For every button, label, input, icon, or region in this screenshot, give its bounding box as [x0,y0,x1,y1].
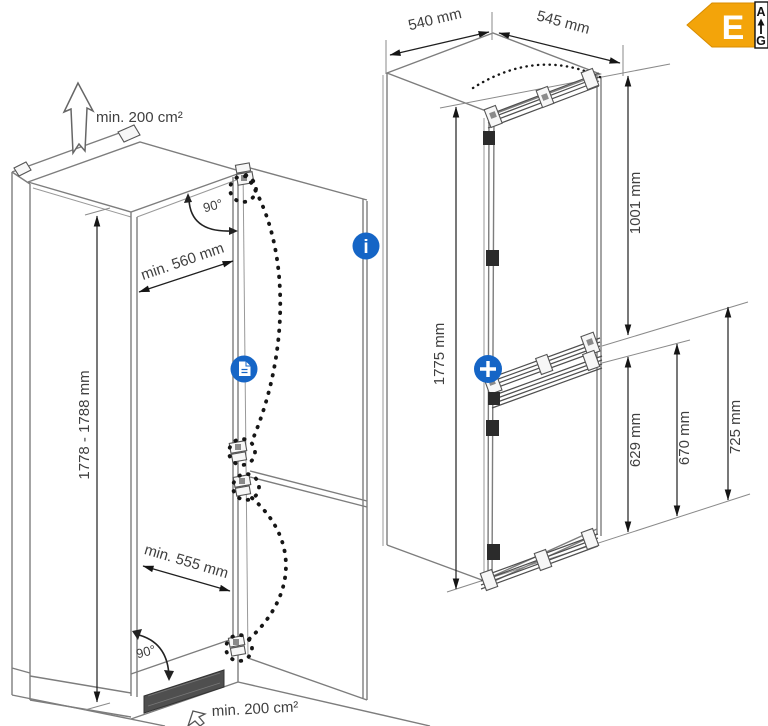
niche-height-ticks [84,207,111,711]
bottom-hinge-rail [479,527,600,592]
width-dim-line [389,31,490,56]
svg-text:90°: 90° [134,642,157,662]
svg-text:i: i [363,237,368,258]
energy-scale-top: A [756,5,765,19]
dim-1001-label: 1001 mm [627,172,644,235]
vent-top-label: min. 200 cm² [96,109,183,126]
door-panel [242,165,368,701]
top-hinge-rail [483,67,600,145]
door-split-line [249,470,368,508]
bracket-back [117,124,141,143]
energy-label[interactable]: E A G [686,1,768,49]
vent-bottom-label: min. 200 cm² [211,698,298,720]
door-panel-left-edge [242,165,249,659]
width-ext-lines [385,12,493,74]
hinge-bottom [224,633,254,663]
vent-arrow-bottom-icon [187,710,207,726]
appliance-diagram: 540 mm 545 mm 1775 mm 1001 mm 629 mm 670… [382,5,751,593]
plus-icon[interactable] [474,355,502,383]
door-hinge-block-3 [487,544,500,560]
floor-line-right [237,681,431,726]
door-angle-top: 90° [184,193,238,235]
energy-rating: E [722,9,745,47]
niche-height-label: 1778 - 1788 mm [76,370,93,479]
width-label: 540 mm [407,5,464,34]
fridge-bottom-left-edge [386,544,491,584]
dim-670-label: 670 mm [676,411,693,465]
hinge-block-top [483,131,495,145]
niche-depth-top-dim [138,260,234,293]
ext-line-top [439,63,671,109]
door-hinge-block-2 [486,420,499,436]
door-swing-curve-top [244,173,283,443]
depth-dim-line [498,32,621,64]
energy-scale-arrow-icon [757,18,765,34]
document-icon[interactable] [230,355,258,383]
door-angle-bottom: 90° [132,629,174,681]
ext-line-middle [601,301,749,364]
svg-text:90°: 90° [201,196,224,216]
door-swing-top-arc [471,63,604,90]
energy-scale-bottom: G [756,34,766,48]
vent-grille-slats [147,672,221,707]
bracket-left [13,161,32,177]
niche-depth-bottom-dim [142,565,231,592]
hinge-middle [227,437,261,502]
middle-hinge-rail [482,331,603,409]
vent-grille [143,669,225,714]
door-swing-curve-bottom [245,496,288,643]
height-label: 1775 mm [431,323,448,386]
hinge-block-middle [488,392,500,405]
info-icon[interactable]: i [352,232,380,260]
door-hinge-block-1 [486,250,499,266]
dim-725-label: 725 mm [727,400,744,454]
niche-bottom-inner [29,675,132,718]
niche-left-wall [11,171,31,700]
fridge-front-right-edge [596,76,602,536]
niche-opening-left-edge [130,212,138,697]
ext-line-bottom [446,493,751,593]
niche-top-outer-edge [11,131,123,173]
niche-diagram: min. 200 cm² min. 200 cm² 1778 - 1788 mm… [11,81,431,726]
fridge-top-face [385,32,602,115]
niche-opening-right-edge [232,174,239,651]
dim-629-label: 629 mm [627,413,644,467]
vent-arrow-up-icon [62,81,95,156]
depth-label: 545 mm [535,7,592,37]
niche-depth-bottom-label: min. 555 mm [142,541,230,582]
fridge-front-left-edge [487,113,495,584]
